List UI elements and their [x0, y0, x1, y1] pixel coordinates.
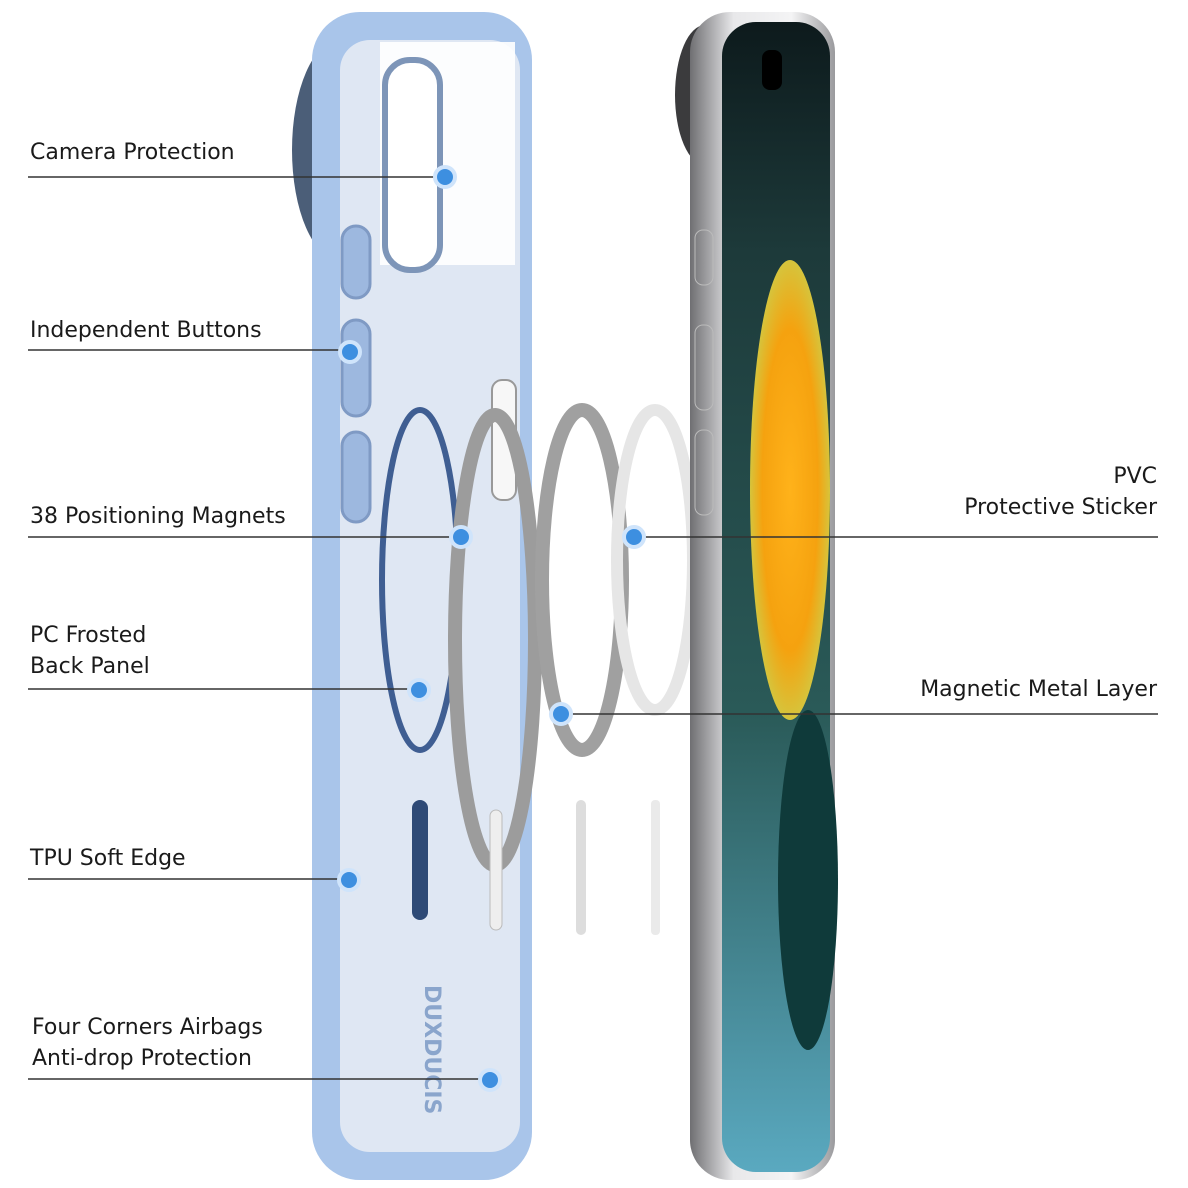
label-line: TPU Soft Edge	[30, 846, 186, 871]
label-line: PC Frosted	[30, 623, 147, 648]
label-line: Camera Protection	[30, 140, 235, 165]
phone	[690, 12, 838, 1180]
callout-lines	[28, 176, 1158, 1080]
label-camera-protection: Camera Protection	[30, 137, 235, 168]
label-line: Four Corners Airbags	[32, 1015, 263, 1040]
phone-case: DUXDUCIS	[312, 12, 532, 1180]
label-line: PVC	[1113, 464, 1157, 489]
label-line: Protective Sticker	[964, 495, 1157, 520]
metal-layer-ring	[535, 403, 629, 757]
label-line: 38 Positioning Magnets	[30, 504, 286, 529]
label-line: Magnetic Metal Layer	[920, 677, 1157, 702]
brand-logo: DUXDUCIS	[419, 985, 444, 1114]
label-line: Independent Buttons	[30, 318, 262, 343]
label-positioning-magnets: 38 Positioning Magnets	[30, 501, 286, 532]
label-magnetic-metal-layer: Magnetic Metal Layer	[920, 674, 1157, 705]
callout-dots	[337, 165, 646, 1092]
label-pvc-protective-sticker: PVC Protective Sticker	[964, 461, 1157, 523]
label-line: Back Panel	[30, 654, 150, 679]
label-tpu-soft-edge: TPU Soft Edge	[30, 843, 186, 874]
label-independent-buttons: Independent Buttons	[30, 315, 262, 346]
label-line: Anti-drop Protection	[32, 1046, 252, 1071]
